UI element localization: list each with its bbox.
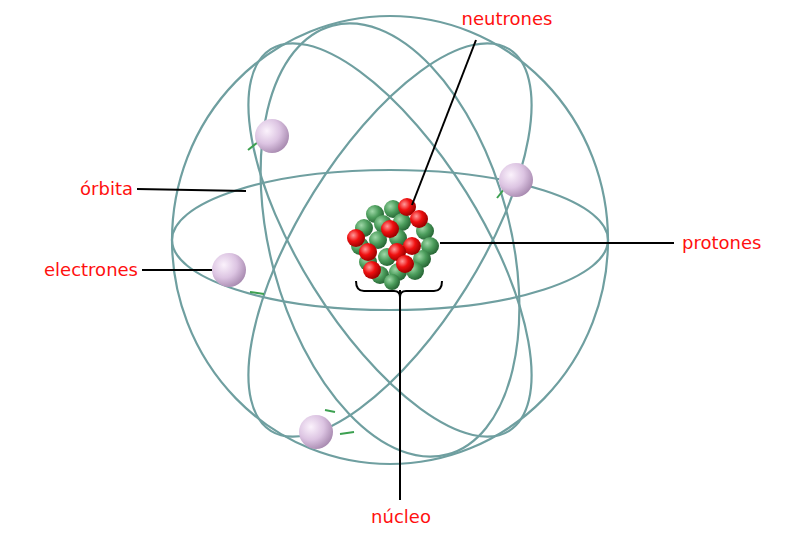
leader-line — [399, 290, 401, 500]
motion-arrow — [340, 432, 354, 434]
part-label: núcleo — [371, 506, 431, 528]
electron — [212, 253, 246, 287]
nucleon — [381, 220, 399, 238]
nucleus-bracket — [356, 281, 442, 297]
part-label: protones — [682, 232, 761, 254]
electron — [499, 163, 533, 197]
part-label: órbita — [80, 178, 133, 200]
leader-line — [412, 40, 476, 205]
nucleon — [347, 229, 365, 247]
part-label: neutrones — [462, 8, 553, 30]
leader-line — [440, 242, 674, 244]
electron — [255, 119, 289, 153]
leader-lines — [137, 40, 674, 500]
motion-arrow — [325, 410, 335, 412]
nucleon — [396, 255, 414, 273]
nucleon — [363, 261, 381, 279]
nucleon — [410, 210, 428, 228]
motion-arrow — [248, 142, 258, 150]
leader-line — [142, 269, 212, 271]
part-label: electrones — [44, 259, 138, 281]
motion-arrow — [250, 292, 264, 294]
nucleon — [384, 274, 400, 290]
orbit-ring — [194, 1, 585, 478]
electrons — [212, 119, 533, 449]
orbit-arrows — [248, 142, 505, 434]
nucleon — [359, 243, 377, 261]
leader-line — [137, 189, 246, 191]
orbit-ring — [172, 16, 608, 464]
orbit-ring — [194, 1, 585, 478]
nucleus — [331, 181, 455, 305]
nucleus-glow — [331, 181, 455, 305]
electron — [299, 415, 333, 449]
